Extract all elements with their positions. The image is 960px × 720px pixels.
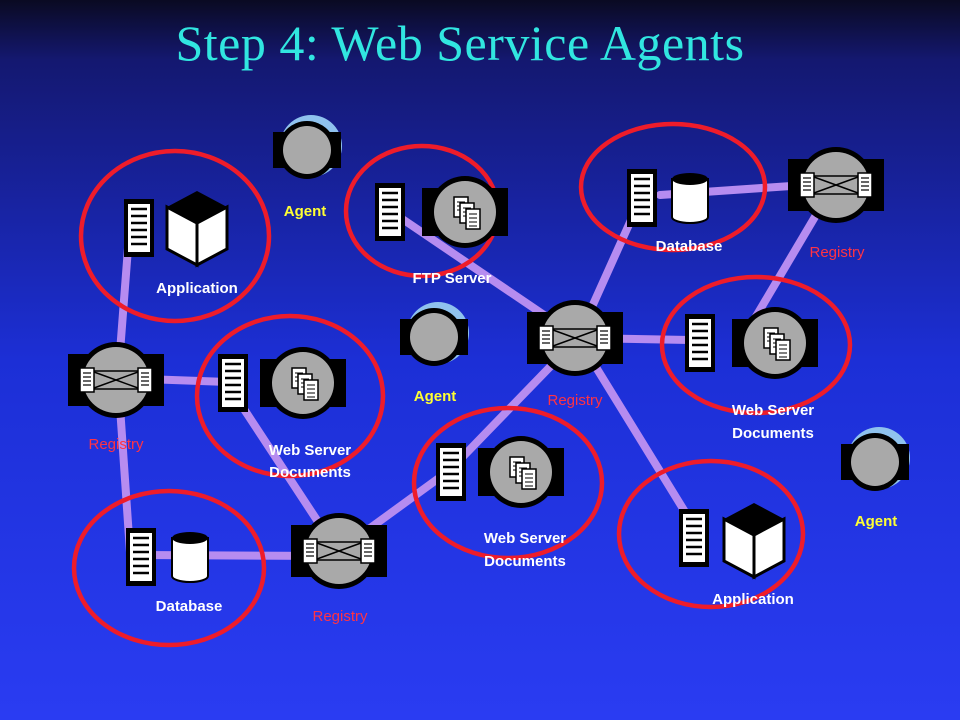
agent-label-top: Agent — [284, 203, 327, 220]
web-server-label-center-2: Documents — [484, 553, 566, 570]
database-label-bottom: Database — [156, 598, 223, 615]
web-server-label-center-1: Web Server — [484, 530, 566, 547]
registry-node-left — [68, 342, 164, 418]
registry-label-bottom: Registry — [312, 608, 368, 625]
ring-highlights — [71, 121, 853, 648]
registry-label-top-right: Registry — [809, 244, 865, 261]
web-server-label-right-1: Web Server — [732, 402, 814, 419]
agent-label-right: Agent — [855, 513, 898, 530]
web-server-node-right — [683, 307, 818, 379]
database-label-top: Database — [656, 238, 723, 255]
application-node-bottom — [677, 501, 786, 579]
agent-node-middle — [400, 302, 469, 366]
agent-label-middle: Agent — [414, 388, 457, 405]
web-server-label-right-2: Documents — [732, 425, 814, 442]
web-server-label-left-1: Web Server — [269, 442, 351, 459]
registry-label-center: Registry — [547, 392, 603, 409]
registry-node-top-right — [788, 147, 884, 223]
application-node-top — [122, 189, 229, 267]
web-server-label-left-2: Documents — [269, 464, 351, 481]
slide-title: Step 4: Web Service Agents — [175, 15, 745, 71]
web-server-node-center — [434, 436, 564, 508]
application-label-top: Application — [156, 280, 238, 297]
application-label-bottom: Application — [712, 591, 794, 608]
ftp-server-node — [373, 176, 508, 248]
registry-label-left: Registry — [88, 436, 144, 453]
agent-node-right — [841, 427, 910, 491]
agent-node-top — [273, 115, 342, 179]
ftp-server-label: FTP Server — [413, 270, 492, 287]
web-server-node-left — [216, 347, 346, 419]
